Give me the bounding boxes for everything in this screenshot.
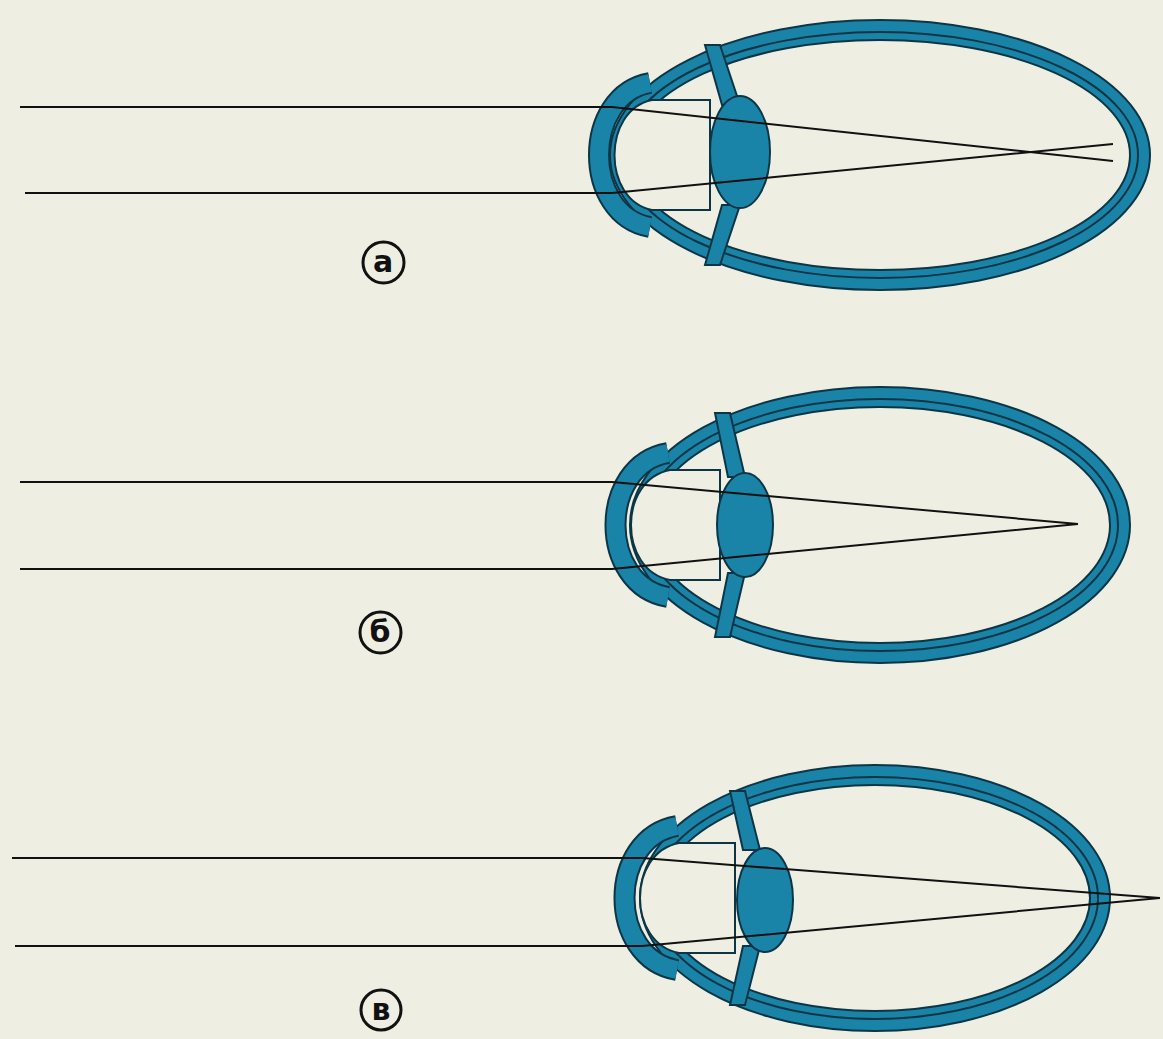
eye-b <box>616 387 1131 663</box>
circled-letter: в <box>359 988 403 1032</box>
light-rays <box>12 107 1160 946</box>
eye-a <box>599 20 1150 290</box>
circled-letter: а <box>361 240 406 285</box>
figure-letter: а <box>373 247 393 277</box>
figure-letter: в <box>372 995 391 1025</box>
circled-letter: б <box>358 610 403 655</box>
eye-c <box>625 765 1111 1031</box>
figure-letter: б <box>370 617 391 647</box>
